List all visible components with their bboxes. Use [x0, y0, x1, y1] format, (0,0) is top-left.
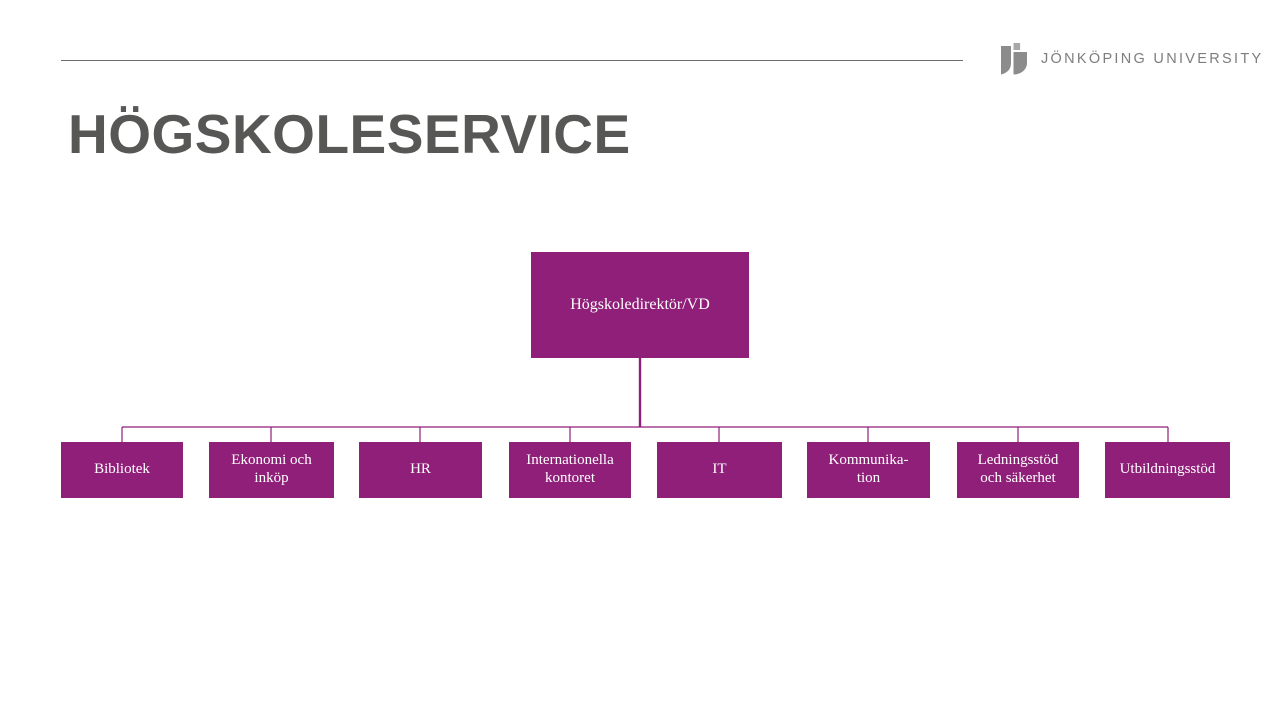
org-node-internationella-kontoret[interactable]: Internationella kontoret	[509, 442, 631, 498]
org-node-label: Internationella kontoret	[526, 452, 614, 486]
org-node-label: HR	[410, 461, 431, 478]
org-node-ledningsstod-och-sakerhet[interactable]: Ledningsstöd och säkerhet	[957, 442, 1079, 498]
org-node-utbildningsstod[interactable]: Utbildningsstöd	[1105, 442, 1230, 498]
org-node-ekonomi-och-inkop[interactable]: Ekonomi och inköp	[209, 442, 334, 498]
org-node-kommunikation[interactable]: Kommunika- tion	[807, 442, 930, 498]
page-title: HÖGSKOLESERVICE	[68, 103, 631, 165]
org-node-hr[interactable]: HR	[359, 442, 482, 498]
org-node-root[interactable]: Högskoledirektör/VD	[531, 252, 749, 358]
org-node-label: Kommunika- tion	[828, 452, 909, 486]
brand-wordmark: JÖNKÖPING UNIVERSITY	[1041, 50, 1264, 67]
org-node-bibliotek[interactable]: Bibliotek	[61, 442, 183, 498]
org-node-label: Bibliotek	[94, 461, 150, 478]
brand-lockup: JÖNKÖPING UNIVERSITY	[1001, 42, 1263, 76]
org-node-label: Ekonomi och inköp	[231, 452, 312, 486]
org-node-label: Utbildningsstöd	[1119, 461, 1216, 478]
org-node-it[interactable]: IT	[657, 442, 782, 498]
header-divider	[61, 60, 963, 61]
org-node-label: IT	[712, 461, 727, 478]
jonkoping-university-shield-j-icon	[1001, 43, 1027, 75]
org-node-label: Ledningsstöd och säkerhet	[977, 452, 1059, 486]
org-node-label: Högskoledirektör/VD	[570, 295, 710, 313]
